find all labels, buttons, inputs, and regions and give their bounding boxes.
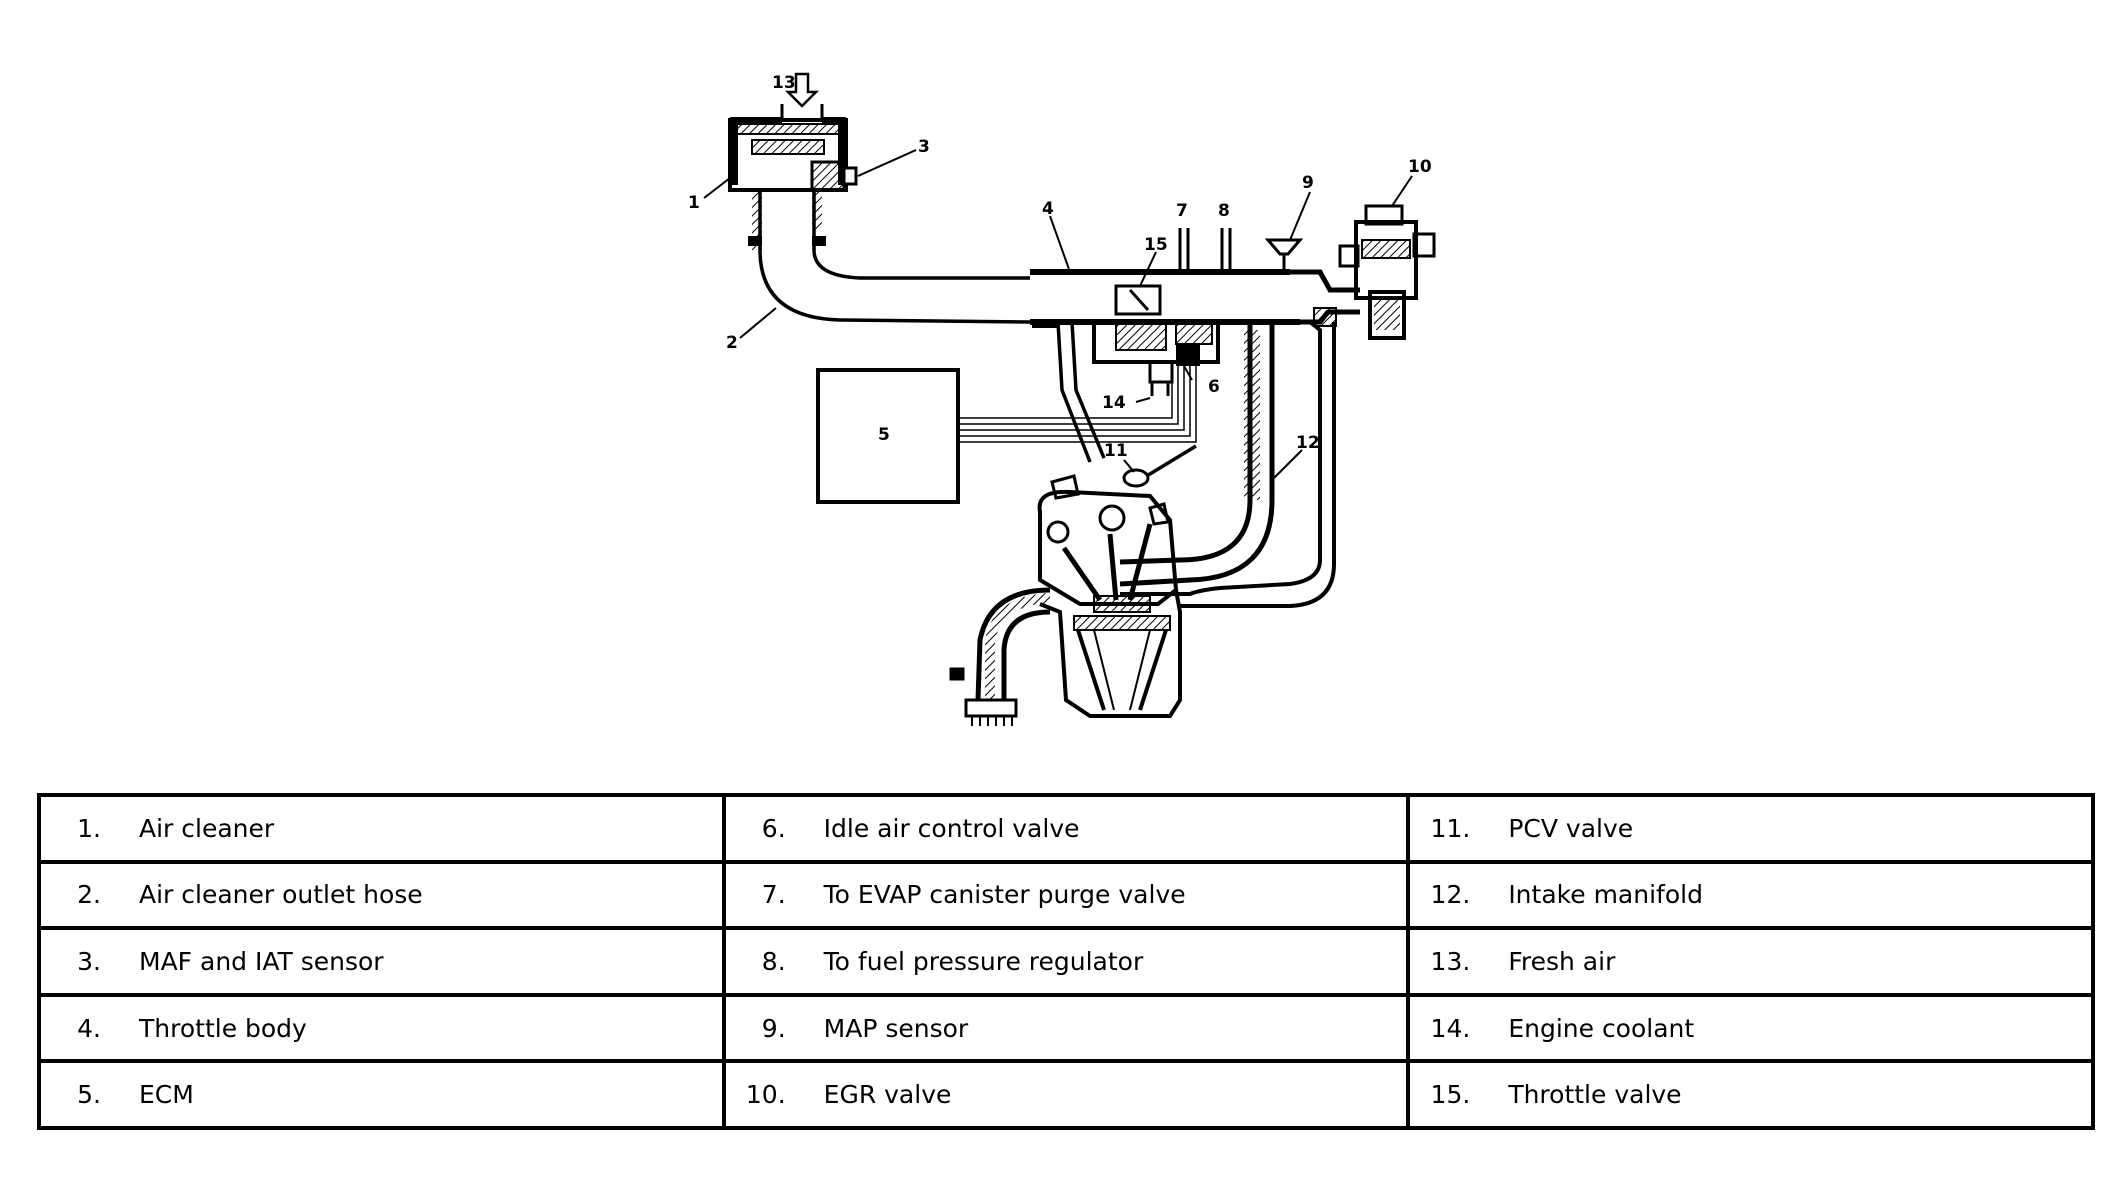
legend-label: Air cleaner outlet hose [139,880,423,910]
legend-cell: 14. Engine coolant [1406,992,2095,1064]
legend-number: 1. [77,813,101,843]
legend-number: 13. [1430,946,1471,976]
map-sensor [1264,238,1304,272]
callout-11: 11 [1104,441,1128,461]
legend-number: 14. [1430,1013,1471,1043]
legend-number: 2. [77,880,101,910]
callout-2: 2 [726,333,738,353]
air-cleaner-outlet-hose [748,190,1031,324]
legend-cell: 8. To fuel pressure regulator [721,926,1411,997]
callout-6: 6 [1208,377,1220,397]
legend-number: 10. [745,1080,786,1110]
legend-label: MAP sensor [823,1013,969,1043]
callout-8: 8 [1218,201,1230,221]
legend-number: 15. [1430,1080,1471,1110]
legend-cell: 5. ECM [37,1059,726,1130]
legend-row: 5. ECM 10. EGR valve 15. Throttle valve [37,1059,2095,1130]
callout-3: 3 [918,137,930,157]
legend-row: 4. Throttle body 9. MAP sensor 14. Engine coo… [37,992,2095,1064]
legend-cell: 4. Throttle body [37,992,726,1064]
legend-label: Throttle valve [1508,1080,1682,1110]
legend-cell: 15. Throttle valve [1406,1059,2095,1130]
legend-cell: 9. MAP sensor [721,992,1411,1064]
legend-label: EGR valve [823,1080,952,1110]
legend-cell: 6. Idle air control valve [721,793,1411,864]
egr-valve [1338,204,1436,340]
intake-manifold [1119,320,1336,608]
legend-number: 7. [761,880,786,910]
engine-block [1039,589,1182,718]
legend-cell: 10. EGR valve [721,1059,1411,1130]
legend-label: To fuel pressure regulator [823,946,1144,976]
legend-label: MAF and IAT sensor [139,946,384,976]
legend-number: 4. [77,1013,101,1043]
legend-row: 3. MAF and IAT sensor 8. To fuel pressure r… [37,926,2095,997]
fresh-air-arrow [784,72,820,108]
legend-cell: 12. Intake manifold [1406,859,2095,931]
legend-cell: 2. Air cleaner outlet hose [37,859,726,931]
maf-iat-sensor [810,160,858,192]
callout-4: 4 [1042,199,1054,219]
fuel-pressure-regulator-port [1220,228,1232,272]
legend-table: 1. Air cleaner 6. Idle air control valve 11.… [37,793,2095,1130]
legend-label: Intake manifold [1508,880,1703,910]
manifold-plenum-connector [1290,269,1360,327]
legend-label: ECM [139,1080,194,1110]
legend-row: 2. Air cleaner outlet hose 7. To EVAP canis… [37,859,2095,931]
legend-number: 5. [77,1080,101,1110]
callout-1: 1 [688,193,700,213]
legend-label: Engine coolant [1508,1013,1695,1043]
legend-label: Fresh air [1508,946,1616,976]
legend-label: Air cleaner [139,813,275,843]
legend-label: To EVAP canister purge valve [823,880,1186,910]
idle-air-control-valve [1092,320,1220,396]
legend-cell: 13. Fresh air [1406,926,2095,997]
callout-9: 9 [1302,173,1314,193]
callout-7: 7 [1176,201,1188,221]
legend-cell: 7. To EVAP canister purge valve [721,859,1411,931]
leader-lines [703,149,1413,479]
pcv-valve [1122,468,1150,488]
legend-cell: 1. Air cleaner [37,793,726,864]
callout-14: 14 [1102,393,1126,413]
throttle-body [1030,269,1300,328]
legend-cell: 11. PCV valve [1406,793,2095,864]
legend-number: 8. [761,946,786,976]
legend-number: 9. [761,1013,786,1043]
legend-cell: 3. MAF and IAT sensor [37,926,726,997]
legend-number: 12. [1430,880,1471,910]
callout-12: 12 [1296,433,1320,453]
legend-label: Idle air control valve [823,813,1080,843]
evap-purge-port [1178,228,1190,272]
legend-label: Throttle body [139,1013,307,1043]
legend-number: 11. [1430,813,1471,843]
callout-13: 13 [772,73,796,93]
engine-air-intake-diagram: 13 3 1 2 4 15 7 8 9 10 6 14 5 11 12 [688,72,1436,726]
legend-row: 1. Air cleaner 6. Idle air control valve 11.… [37,793,2095,864]
cylinder-head [1037,474,1179,613]
legend-label: PCV valve [1508,813,1634,843]
callout-15: 15 [1144,235,1168,255]
callout-10: 10 [1408,157,1432,177]
legend-number: 3. [77,946,101,976]
legend-number: 6. [761,813,786,843]
callout-5: 5 [878,425,890,445]
exhaust-pipe [949,587,1051,726]
ecm-wiring [958,362,1197,443]
